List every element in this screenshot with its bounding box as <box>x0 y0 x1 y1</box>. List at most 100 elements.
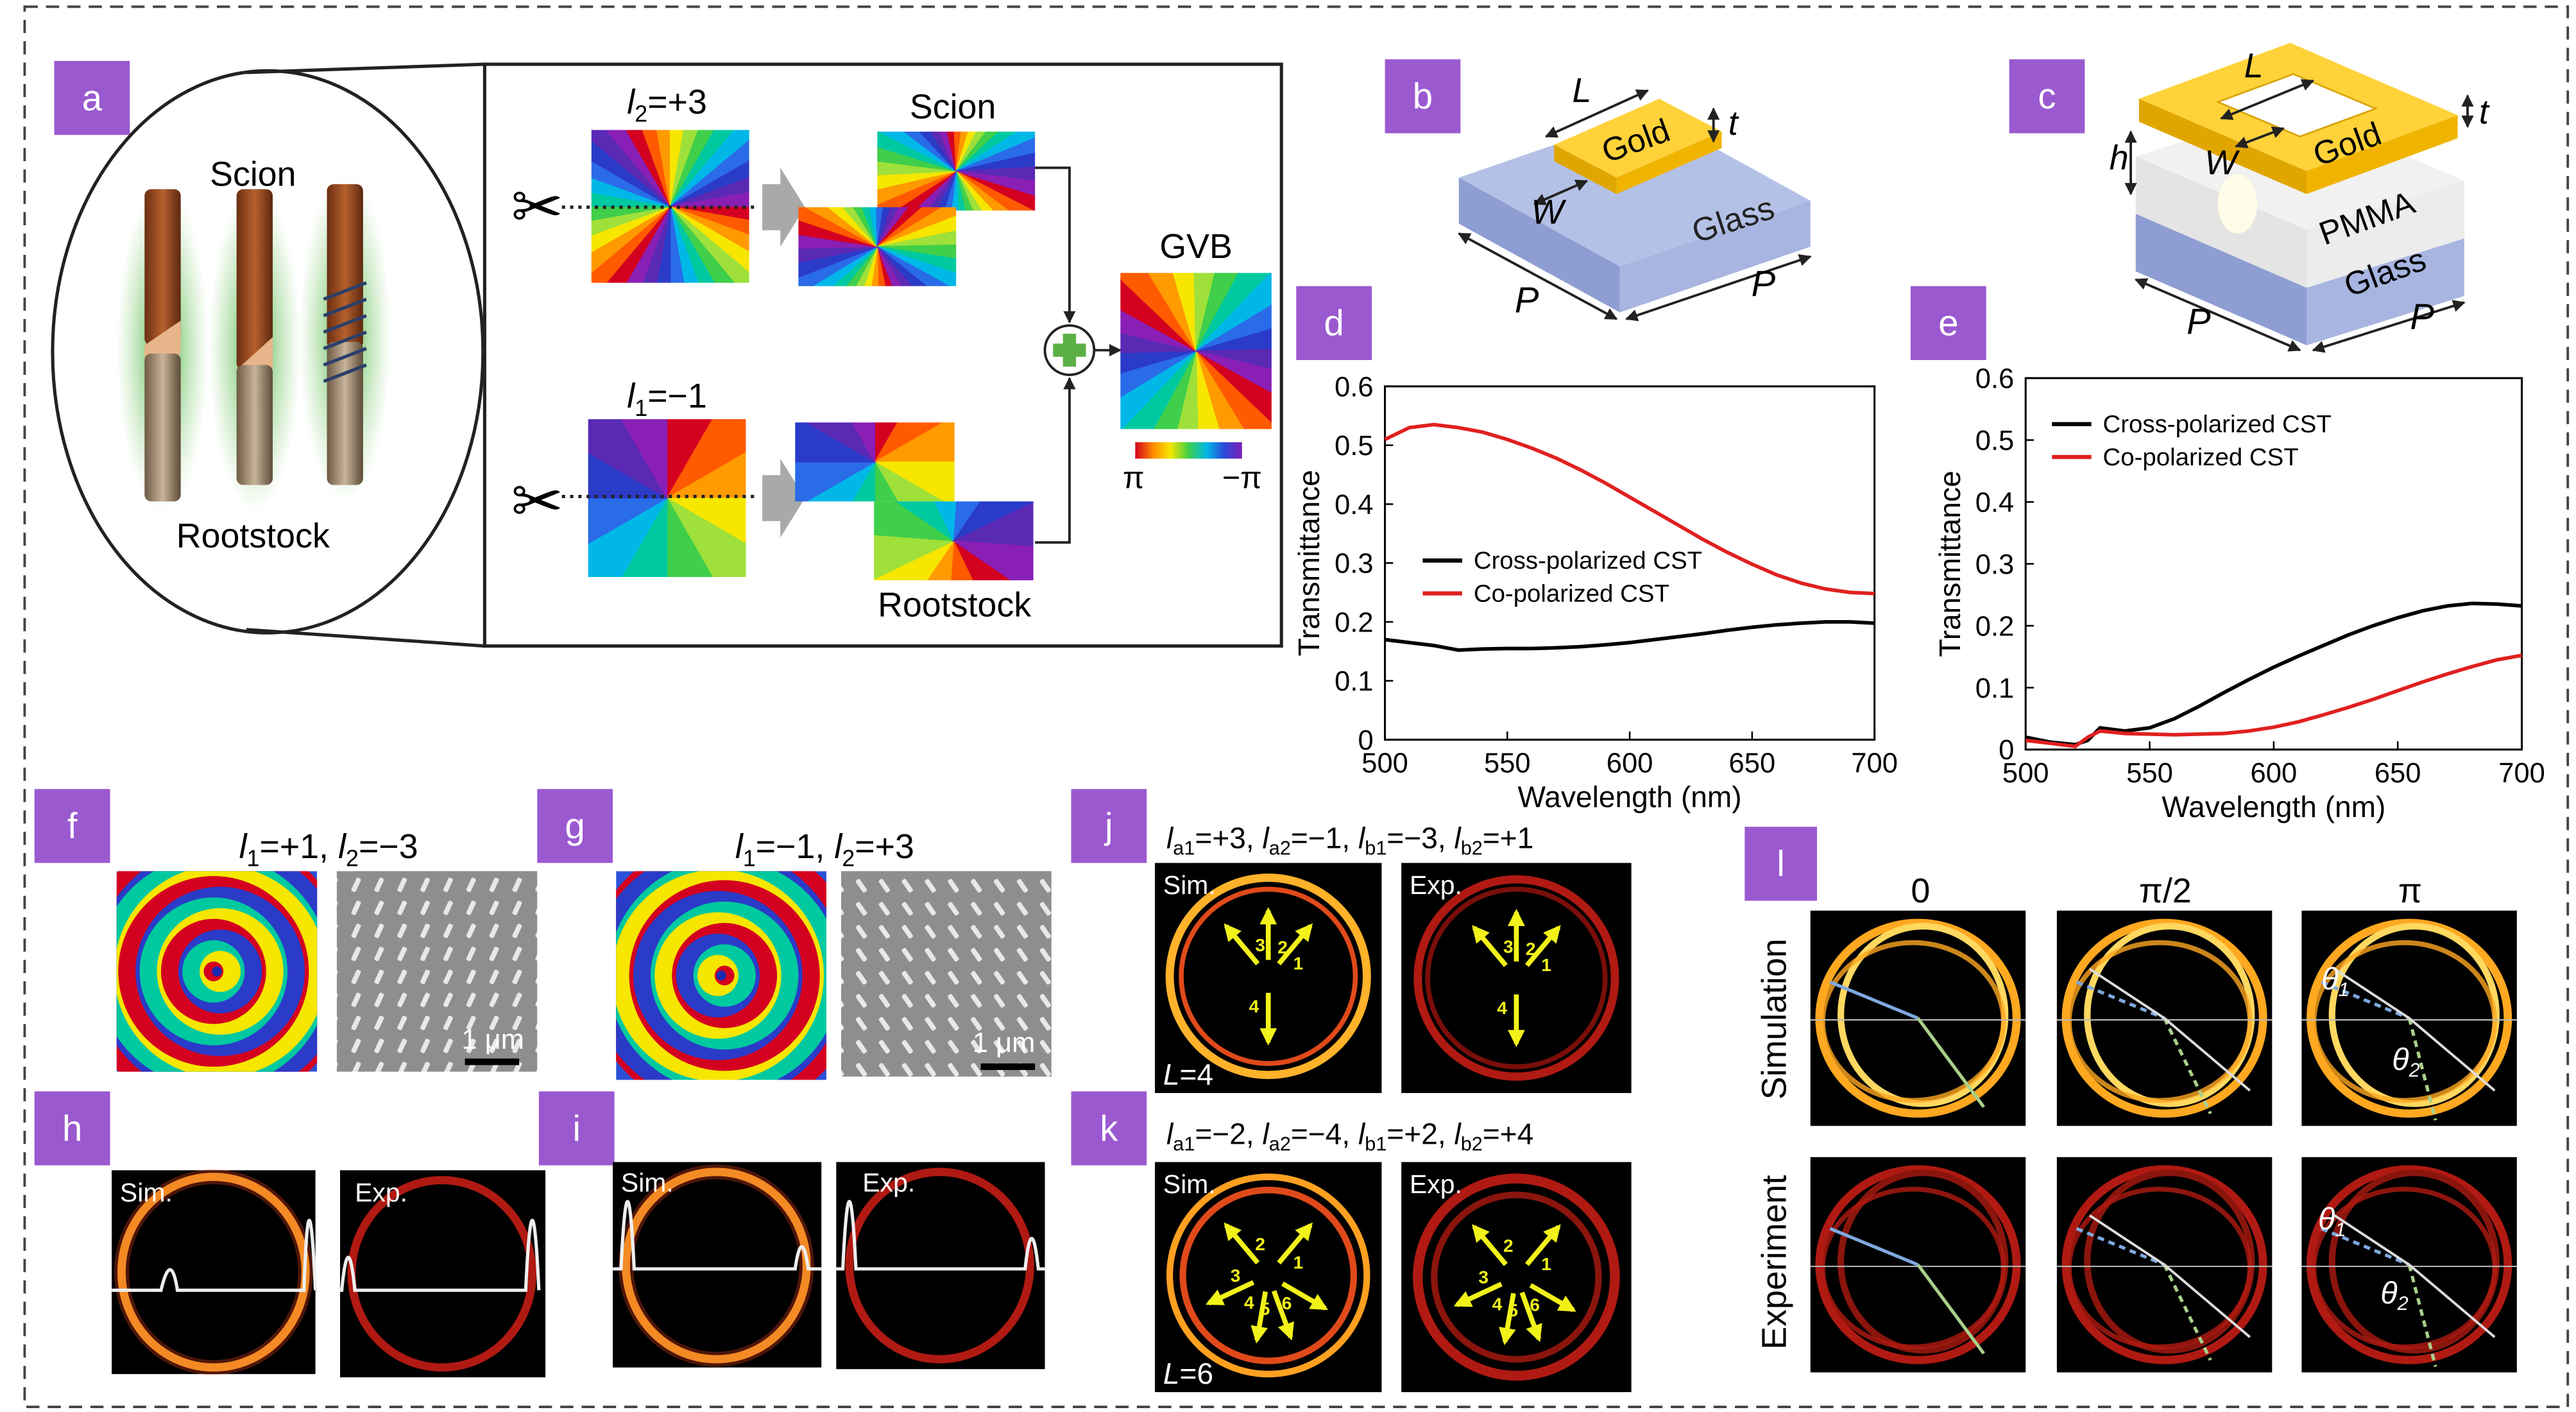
figure-frame <box>23 5 2570 1409</box>
rootstock-label: Rootstock <box>176 517 330 555</box>
panel-d-letter: d <box>1324 303 1344 343</box>
panel-l-letter: l <box>1777 843 1785 884</box>
y-tick-label: 0 <box>1999 735 2014 766</box>
gold-rod-left <box>1554 144 1617 194</box>
x-tick-label: 600 <box>1607 748 1653 779</box>
arrow-number-label: 6 <box>1282 1293 1292 1313</box>
vortex-direction-arrow <box>1519 1291 1542 1343</box>
vortex-direction-arrow <box>1472 925 1508 967</box>
panel-g-title: l1=−1, l2=+3 <box>735 827 914 872</box>
arrow-number-label: 1 <box>1541 1254 1551 1274</box>
dim-W-label-c: W <box>2205 144 2240 182</box>
y-tick-label: 0.3 <box>1975 549 2015 580</box>
sim-image-k <box>1155 1162 1382 1393</box>
dim-P2-label-c: P <box>2410 296 2434 336</box>
panel-l-badge <box>1744 827 1818 901</box>
y-tick-label: 0.4 <box>1975 487 2015 518</box>
gvb-label: GVB <box>1159 227 1233 266</box>
vortex-direction-arrow <box>1277 1222 1313 1265</box>
arrow-number-label: 5 <box>1260 1298 1270 1318</box>
scion-box-label: Scion <box>910 88 996 126</box>
scion-label: Scion <box>210 155 296 194</box>
pmma-left <box>2135 156 2307 288</box>
connector-top <box>1035 166 1076 324</box>
scion-halves <box>798 132 1036 286</box>
connector-bottom <box>1035 377 1076 544</box>
exp-label-j: Exp. <box>1410 870 1462 900</box>
sim-label-j: Sim. <box>1163 870 1216 900</box>
vortex-direction-arrow <box>1499 1293 1516 1345</box>
vortex-direction-arrow <box>1453 1282 1503 1307</box>
y-tick-label: 0.5 <box>1335 431 1374 461</box>
arrow-number-label: 2 <box>1526 939 1536 959</box>
sim-profile-i <box>613 1200 822 1271</box>
panel-f-title: l1=+1, l2=−3 <box>239 827 418 872</box>
panel-a-badge <box>54 60 130 135</box>
y-tick-label: 0.3 <box>1335 549 1374 580</box>
dim-P1-b <box>1458 232 1618 320</box>
panel-g-letter: g <box>565 805 585 846</box>
exp-profile-i <box>836 1200 1045 1271</box>
sim-label-k: Sim. <box>1163 1169 1216 1199</box>
vortex-direction-arrow <box>1529 1283 1576 1313</box>
arrow-number-label: 3 <box>1231 1266 1241 1286</box>
dim-h-label-c: h <box>2110 139 2129 177</box>
legend-label: Co-polarized CST <box>1474 580 1669 607</box>
dim-P1-label-b: P <box>1515 280 1539 320</box>
dim-P2-b <box>1625 254 1812 322</box>
exp-image-j <box>1401 863 1632 1094</box>
grey-arrow-top <box>762 168 805 247</box>
l2-label: l2=+3 <box>627 83 707 127</box>
dim-L-label-b: L <box>1572 71 1591 110</box>
vortex-direction-arrow <box>1277 923 1313 966</box>
dim-W-b <box>1533 180 1589 205</box>
sim-ring-k-outer <box>1166 1173 1370 1377</box>
gold-ring-left <box>2138 98 2307 194</box>
scissors-icon-top: ✂ <box>511 172 564 242</box>
vortex-direction-arrow <box>1206 1280 1255 1306</box>
panel-b-badge <box>1385 59 1461 133</box>
scissors-icon-bottom: ✂ <box>511 466 564 536</box>
exp-image-i <box>836 1162 1045 1370</box>
legend-label: Co-polarized CST <box>2103 443 2299 471</box>
scale-label-g: 1 μm <box>973 1028 1036 1058</box>
panel-i-badge <box>538 1091 615 1166</box>
panel-l-grid <box>1810 910 2517 1373</box>
pmma-pillar <box>2217 174 2258 234</box>
sim-image-j <box>1155 863 1382 1094</box>
panel-g-badge <box>537 789 613 863</box>
y-tick-label: 0.6 <box>1975 364 2015 395</box>
legend-label: Cross-polarized CST <box>1474 547 1702 574</box>
y-axis-label: Transmittance <box>1292 470 1326 656</box>
theta1-label-exp: θ1 <box>2318 1202 2346 1241</box>
gold-rod-right <box>1616 132 1722 194</box>
exp-ring-i <box>845 1167 1034 1364</box>
y-tick-label: 0.1 <box>1335 666 1374 697</box>
arrow-number-label: 1 <box>1293 1252 1304 1272</box>
rootstock-box-label: Rootstock <box>878 585 1031 624</box>
dim-P2-label-b: P <box>1752 263 1776 304</box>
vortex-direction-arrow <box>1271 1289 1295 1341</box>
panel-j-title: la1=+3, la2=−1, lb1=−3, lb2=+1 <box>1166 821 1533 859</box>
arrow-number-label: 5 <box>1508 1300 1518 1320</box>
dim-L-label-c: L <box>2244 47 2264 85</box>
gvb-pattern <box>1120 273 1272 429</box>
spiral-phase-f <box>116 871 318 1072</box>
exp-ring-k <box>1413 1173 1620 1381</box>
graft-stick-1 <box>144 189 181 502</box>
arrow-number-label: 6 <box>1530 1295 1540 1314</box>
dim-W-c <box>2235 126 2285 148</box>
sim-label-h: Sim. <box>120 1178 173 1207</box>
vortex-direction-arrow <box>1224 1222 1260 1265</box>
panel-f: f l1=+1, l2=−3 1 μm <box>34 789 538 1072</box>
panel-k-title: la1=−2, la2=−4, lb1=+2, lb2=+4 <box>1166 1117 1533 1155</box>
sem-image-f <box>336 871 538 1072</box>
panel-l: l 0 π/2 π Simulation Experiment θ1 θ2 θ1… <box>1744 827 2517 1373</box>
exp-label-k: Exp. <box>1410 1169 1462 1199</box>
panel-g: g l1=−1, l2=+3 1 μm <box>537 789 1052 1080</box>
glass-top <box>1458 112 1811 267</box>
col-header-pi: π <box>2398 872 2422 910</box>
x-axis-label: Wavelength (nm) <box>1518 780 1742 813</box>
